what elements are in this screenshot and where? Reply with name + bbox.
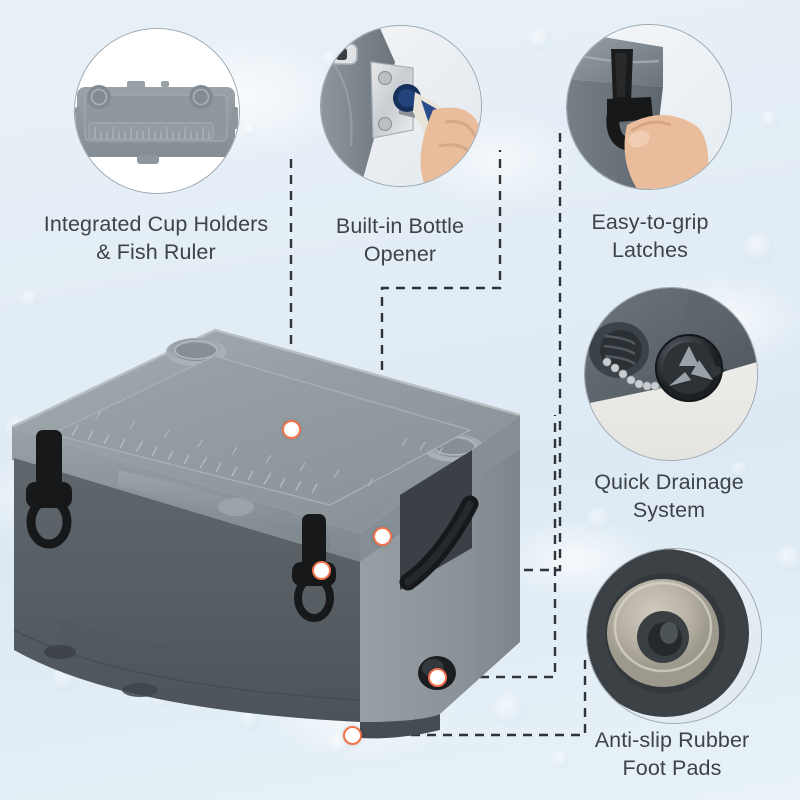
hotspot-cup-holders[interactable] <box>282 420 301 439</box>
hotspot-latches[interactable] <box>312 561 331 580</box>
foot-pad-callout-image <box>587 549 761 723</box>
hotspot-drainage[interactable] <box>428 668 447 687</box>
bottle-opener-callout-image <box>321 26 481 186</box>
label-bottle-opener: Built-in Bottle Opener <box>335 214 465 267</box>
callout-easy-grip-latches <box>566 24 732 190</box>
callout-bottle-opener <box>320 25 482 187</box>
callout-quick-drainage <box>584 287 758 461</box>
hotspot-bottle-opener[interactable] <box>373 527 392 546</box>
callout-anti-slip-foot-pads <box>586 548 762 724</box>
latch-callout-image <box>567 25 731 189</box>
cooler-product-image <box>11 328 521 739</box>
label-quick-drainage: Quick Drainage System <box>594 470 744 523</box>
label-anti-slip-foot-pads: Anti-slip Rubber Foot Pads <box>594 728 750 781</box>
callout-cup-holders-fish-ruler <box>74 28 240 194</box>
hotspot-foot-pads[interactable] <box>343 726 362 745</box>
label-easy-grip-latches: Easy-to-grip Latches <box>591 210 709 263</box>
cup-holders-callout-image <box>75 29 239 193</box>
label-cup-holders-fish-ruler: Integrated Cup Holders & Fish Ruler <box>43 212 269 265</box>
drainage-callout-image <box>585 288 757 460</box>
